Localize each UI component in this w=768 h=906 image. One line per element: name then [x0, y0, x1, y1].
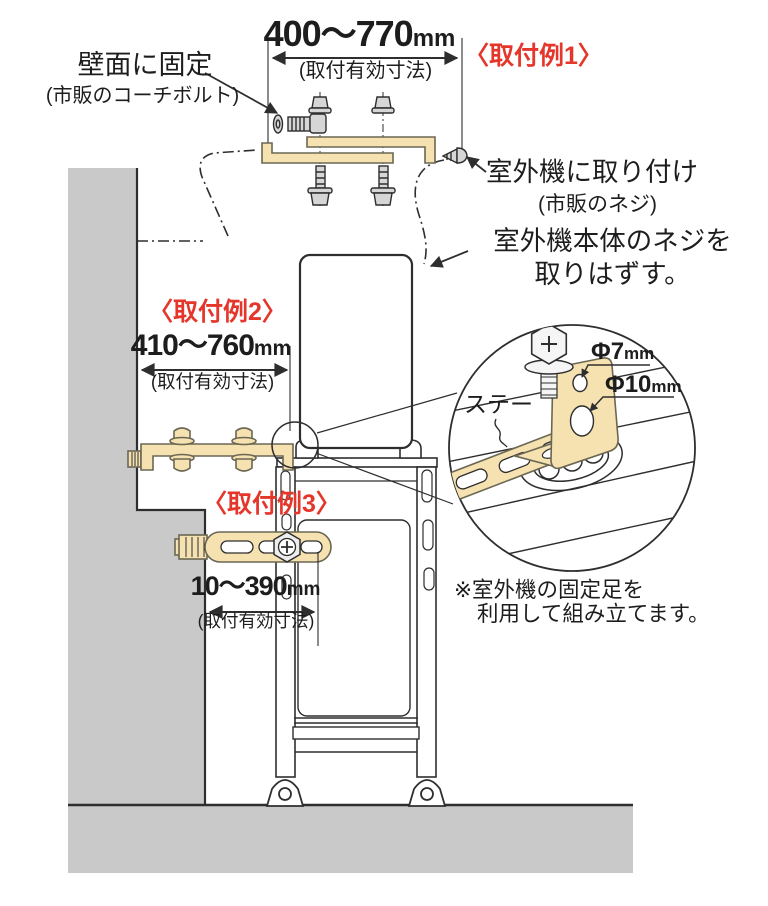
attach-outdoor-note: (市販のネジ) — [538, 193, 657, 216]
stay-upper-right — [306, 136, 436, 164]
stay-label: ステー — [464, 391, 533, 417]
dimension2-note: (取付有効寸法) — [150, 371, 275, 392]
dimension2-unit: mm — [253, 337, 292, 360]
coach-bolt — [272, 113, 327, 134]
small-hole-unit: mm — [624, 344, 655, 363]
example3-title: 〈取付例3〉 — [202, 490, 341, 518]
bracket-example2 — [127, 392, 458, 505]
small-hole-value: Φ7 — [591, 338, 625, 365]
stand-feet — [265, 779, 447, 807]
attach-outdoor-label: 室外機に取り付け — [486, 157, 698, 187]
large-hole-unit: mm — [651, 377, 682, 396]
dimension1-range: 400〜770 — [263, 13, 414, 54]
dimension-example2 — [140, 346, 291, 431]
corner-bracket — [512, 357, 619, 470]
assembly-note-line2: 利用して組み立てます。 — [477, 602, 710, 626]
detail-bolt — [524, 325, 574, 399]
remove-screw-label: 室外機本体のネジを 取りはずす。 — [460, 225, 765, 291]
flange-nut — [307, 165, 396, 206]
dimension2-range: 410〜760 — [130, 329, 255, 362]
flange-bolt — [308, 96, 395, 114]
detail-circle — [448, 324, 696, 572]
remove-screw-line1: 室外機本体のネジを — [493, 226, 732, 256]
dimension3-note: (取付有効寸法) — [197, 611, 315, 631]
bracket2-bolts — [169, 427, 257, 472]
wall-fix-note: (市販のコーチボルト) — [45, 85, 240, 107]
large-hole-value: Φ10 — [605, 371, 652, 398]
dimension1-note: (取付有効寸法) — [298, 60, 433, 82]
example1-exploded-view — [137, 38, 468, 265]
unit-screw — [441, 147, 468, 165]
stay-upper-left — [261, 142, 394, 164]
detail-label-leaders — [494, 364, 674, 448]
wall-fix-label: 壁面に固定 — [77, 50, 213, 80]
dimension-example3 — [208, 552, 319, 646]
example2-title: 〈取付例2〉 — [148, 298, 287, 326]
dimension3-range: 10〜390 — [190, 571, 288, 601]
detail-source-circle — [271, 421, 319, 469]
remove-screw-line2: 取りはずす。 — [534, 259, 691, 289]
bracket-example3 — [174, 531, 332, 563]
dimension1-unit: mm — [412, 25, 456, 52]
leader-lines — [204, 72, 487, 268]
outdoor-unit — [295, 253, 422, 459]
dimension3-unit: mm — [286, 579, 321, 600]
assembly-note-line1: ※室外機の固定足を — [454, 578, 645, 602]
example1-title: 〈取付例1〉 — [464, 42, 603, 70]
